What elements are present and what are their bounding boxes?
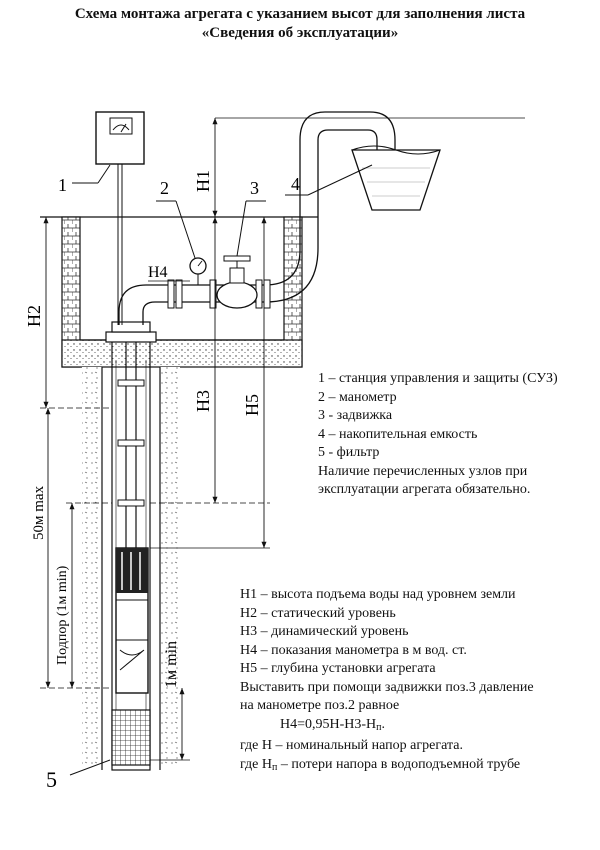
dim-podpor: Подпор (1м min) [55,565,70,665]
components-legend: 1 – станция управления и защиты (СУЗ) 2 … [318,370,558,500]
gate-valve [216,281,258,309]
legend-item-valve: 3 - задвижка [318,408,393,423]
legend-item-gauge: 2 – манометр [318,389,397,405]
note-h: где H – номинальный напор агрегата. [240,738,463,753]
heights-legend: H1 – высота подъема воды над уровнем зем… [240,586,534,777]
formula-sub: п [376,721,382,733]
note-hp-pre: где H [240,756,272,772]
formula-end: . [381,716,386,732]
page-subtitle: «Сведения об эксплуатации» [201,25,399,41]
dim-h1-label: H1 [193,170,213,192]
legend-item-control-station: 1 – станция управления и защиты (СУЗ) [318,371,558,386]
callout-3: 3 [250,178,259,198]
callout-1: 1 [58,175,67,195]
legend-note-line1: Наличие перечисленных узлов при [318,463,528,479]
legend-h4: H4 – показания манометра в м вод. ст. [240,642,467,658]
instruction-line1: Выставить при помощи задвижки поз.3 давл… [240,679,534,695]
storage-tank [351,149,441,211]
legend-note-line2: эксплуатации агрегата обязательно. [318,482,531,497]
dim-h2-label: H2 [24,305,44,327]
soil-right [160,367,180,767]
note-hp: где Hп – потери напора в водоподъемной т… [240,756,534,778]
legend-h3: H3 – динамический уровень [240,624,409,639]
formula-main: H4=0,95H-H3-H [280,716,377,732]
instruction-line2: на манометре поз.2 равное [240,698,400,713]
page-title: Схема монтажа агрегата с указанием высот… [74,6,526,22]
legend-h5: H5 – глубина установки агрегата [240,661,436,676]
callout-2: 2 [160,178,169,198]
well-head [105,331,157,343]
filter-mesh [111,709,151,766]
legend-h1: H1 – высота подъема воды над уровнем зем… [240,587,516,602]
discharge-pipe [118,200,301,325]
legend-item-tank: 4 – накопительная емкость [318,426,478,442]
callout-5: 5 [46,767,57,792]
note-hp-sub: п [272,761,278,773]
pit-floor [61,339,303,368]
dim-max-depth: 50м max [31,485,47,540]
legend-item-filter: 5 - фильтр [318,445,380,460]
dim-h4-label: H4 [148,264,168,281]
dim-h3-label: H3 [193,390,213,412]
soil-left [82,367,102,767]
dim-h5-label: H5 [242,394,262,416]
note-hp-post: – потери напора в водоподъемной трубе [277,756,521,772]
callout-4: 4 [291,174,300,194]
dim-min-gap: 1м min [163,641,180,688]
formula: H4=0,95H-H3-Hп. [240,716,534,738]
legend-h2: H2 – статический уровень [240,605,396,621]
